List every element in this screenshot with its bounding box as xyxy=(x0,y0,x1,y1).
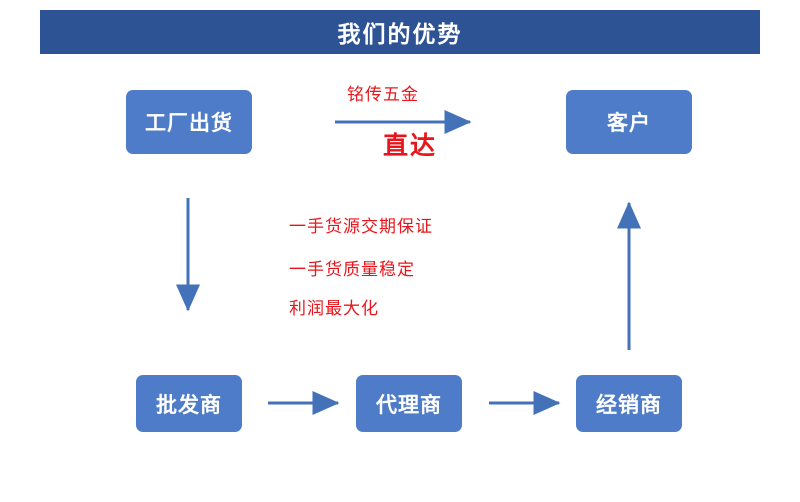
node-customer-label: 客户 xyxy=(607,111,651,135)
node-dealer: 经销商 xyxy=(576,375,682,432)
advantage-note-3: 利润最大化 xyxy=(289,299,379,319)
node-factory-label: 工厂出货 xyxy=(145,111,233,135)
node-customer: 客户 xyxy=(566,90,692,154)
page-title: 我们的优势 xyxy=(337,22,463,48)
node-wholesale-label: 批发商 xyxy=(156,392,222,417)
advantage-note-1: 一手货源交期保证 xyxy=(289,217,433,237)
node-agent: 代理商 xyxy=(356,375,462,432)
advantage-note-2: 一手货质量稳定 xyxy=(289,260,415,280)
node-agent-label: 代理商 xyxy=(376,392,442,417)
diagram-title-bar: 我们的优势 xyxy=(40,10,760,54)
node-wholesale: 批发商 xyxy=(136,375,242,432)
node-factory: 工厂出货 xyxy=(126,90,252,154)
brand-label: 铭传五金 xyxy=(347,85,419,105)
node-dealer-label: 经销商 xyxy=(596,392,662,417)
direct-shipping-label: 直达 xyxy=(383,131,438,160)
